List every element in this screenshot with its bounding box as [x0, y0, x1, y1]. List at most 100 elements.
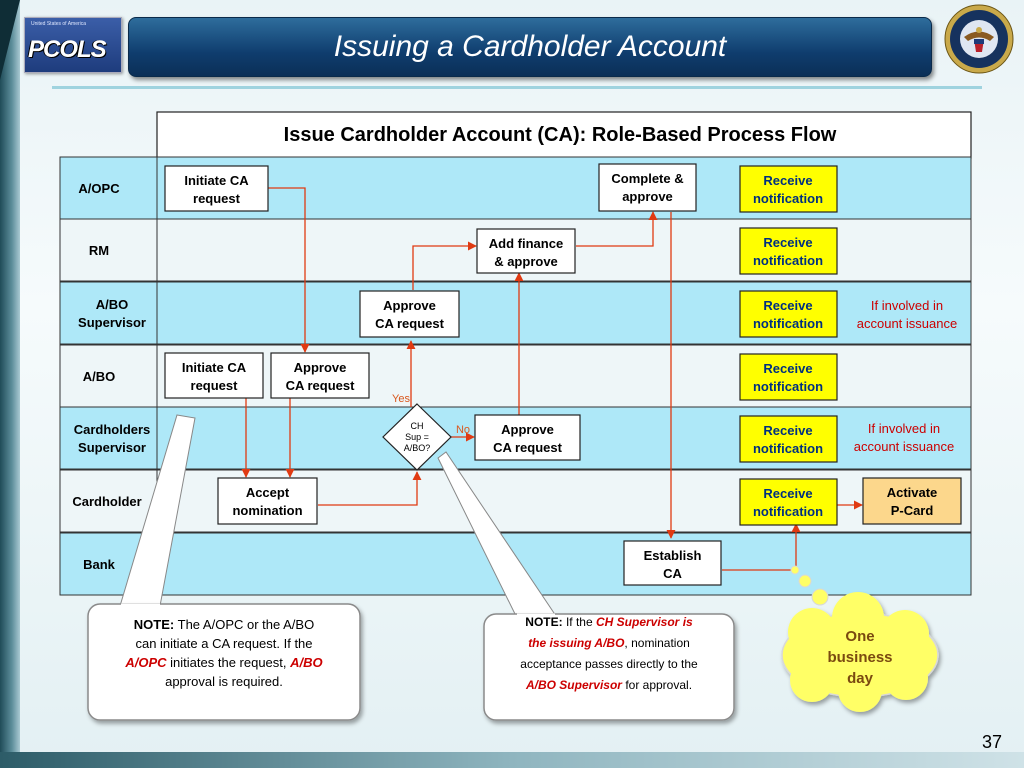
arrow-rm-to-aopc	[576, 211, 658, 247]
lane-label: Supervisor	[78, 440, 146, 455]
box-text: Approve	[383, 298, 436, 313]
notify-frame	[739, 165, 838, 213]
notify-cardholder: Receive notification	[739, 478, 838, 526]
box-text: Add finance	[489, 236, 563, 251]
box-text: nomination	[232, 503, 302, 518]
box-aopc-initiate: Initiate CA request	[164, 165, 269, 212]
bottom-accent-bar	[0, 752, 1024, 768]
notify-frame	[739, 227, 838, 275]
side-note-line-1: If involved in	[868, 421, 940, 436]
notify-frame	[739, 478, 838, 526]
title-underline	[52, 86, 982, 89]
note-mid-line-4: A/BO Supervisor for approval.	[525, 678, 692, 692]
box-frame	[270, 352, 370, 399]
note-callout-left: NOTE: The A/OPC or the A/BO can initiate…	[87, 414, 361, 721]
notify-text: notification	[753, 441, 823, 456]
note-emphasis: A/BO Supervisor	[525, 678, 623, 692]
box-text: CA request	[493, 440, 563, 455]
note-emphasis: A/OPC	[124, 655, 167, 670]
slide-title: Issuing a Cardholder Account	[333, 30, 727, 63]
decision-yes-label: Yes	[392, 393, 410, 405]
lane-label: Cardholders	[74, 422, 151, 437]
box-text: Initiate CA	[184, 173, 249, 188]
arrow-aopc-to-abo-approve	[268, 187, 310, 353]
lane-label: Cardholder	[72, 494, 141, 509]
box-chsup-approve: Approve CA request	[474, 414, 581, 461]
note-left-line-3: A/OPC initiates the request, A/BO	[124, 655, 322, 670]
lane-label: A/OPC	[78, 181, 120, 196]
box-frame	[862, 477, 962, 525]
note-callout-middle: NOTE: If the CH Supervisor is the issuin…	[437, 451, 735, 721]
box-rm-add-finance: Add finance & approve	[476, 228, 576, 274]
box-frame	[623, 540, 722, 586]
notify-ch-sup: Receive notification	[739, 415, 838, 463]
arrow-abosup-to-rm	[412, 241, 477, 290]
note-left-line-4: approval is required.	[165, 674, 283, 689]
left-accent-bar	[0, 0, 20, 768]
decision-line-1: CH	[411, 421, 424, 431]
box-text: Approve	[501, 422, 554, 437]
notify-text: notification	[753, 191, 823, 206]
box-frame	[359, 290, 460, 338]
logo-text: PCOLS	[28, 36, 107, 63]
note-text: , nomination	[624, 636, 689, 650]
decision-diamond: CH Sup = A/BO? Yes No	[382, 393, 470, 471]
note-mid-line-2: the issuing A/BO, nomination	[528, 636, 690, 650]
note-emphasis: the issuing A/BO	[528, 636, 625, 650]
notify-text: Receive	[763, 173, 812, 188]
notify-text: Receive	[763, 361, 812, 376]
decision-line-2: Sup =	[405, 432, 429, 442]
box-aopc-complete: Complete & approve	[598, 163, 697, 212]
lane-label: RM	[89, 243, 109, 258]
notify-text: notification	[753, 504, 823, 519]
note-text: If the	[563, 615, 596, 629]
cloud-line-3: day	[847, 670, 874, 687]
note-text: for approval.	[622, 678, 692, 692]
note-emphasis: A/BO	[289, 655, 323, 670]
box-text: Initiate CA	[182, 360, 247, 375]
arrow-accept-to-decision	[318, 471, 422, 506]
box-frame	[217, 477, 318, 525]
notify-text: notification	[753, 253, 823, 268]
lane-label: A/BO	[96, 297, 129, 312]
box-text: request	[193, 191, 241, 206]
notify-text: Receive	[763, 423, 812, 438]
box-text: Accept	[246, 485, 290, 500]
flow-title-box	[156, 111, 972, 159]
cloud-line-1: One	[845, 628, 874, 645]
cloud-line-2: business	[827, 649, 892, 666]
box-frame	[598, 163, 697, 212]
note-emphasis: CH Supervisor is	[596, 615, 693, 629]
box-text: & approve	[494, 254, 558, 269]
left-accent-notch	[0, 0, 20, 80]
notify-frame	[739, 353, 838, 401]
box-text: P-Card	[891, 503, 934, 518]
box-text: approve	[622, 189, 673, 204]
note-left-line-2: can initiate a CA request. If the	[135, 636, 312, 651]
dod-seal-icon	[944, 4, 1014, 74]
box-ch-accept: Accept nomination	[217, 477, 318, 525]
note-prefix: NOTE:	[525, 615, 562, 629]
side-note-line-1: If involved in	[871, 298, 943, 313]
logo-small-text: United States of America	[31, 21, 87, 27]
notify-text: notification	[753, 316, 823, 331]
note-left-line-1: NOTE: The A/OPC or the A/BO	[134, 617, 314, 632]
box-text: Establish	[644, 548, 702, 563]
side-note-ch-supervisor: If involved in account issuance	[854, 421, 954, 454]
box-frame	[474, 414, 581, 461]
note-text: The A/OPC or the A/BO	[174, 617, 314, 632]
note-prefix: NOTE:	[134, 617, 174, 632]
box-text: Complete &	[611, 171, 683, 186]
pcols-logo: United States of America PCOLS	[24, 17, 122, 73]
notify-text: Receive	[763, 486, 812, 501]
notify-frame	[739, 415, 838, 463]
